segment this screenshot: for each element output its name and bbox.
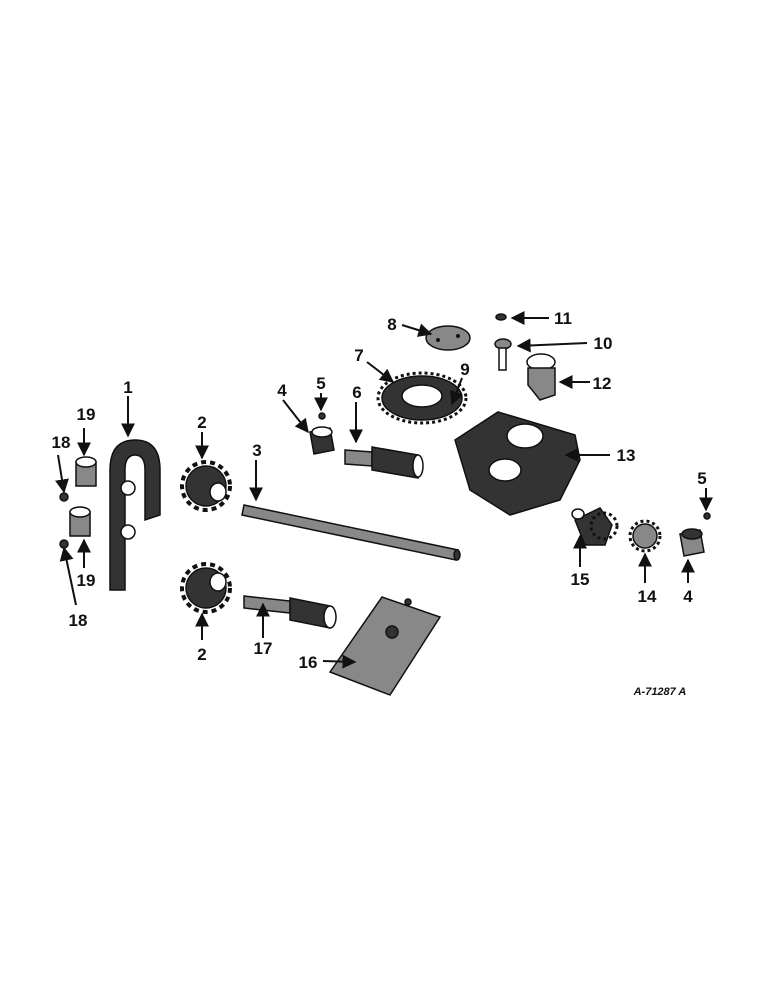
part-12-bracket (526, 353, 556, 401)
part-7-bevel-gear (376, 371, 468, 425)
callout-14: 14 (638, 587, 657, 606)
part-19-bushing-lower (69, 506, 91, 537)
callout-3: 3 (252, 441, 261, 460)
callout-4-left: 4 (277, 381, 287, 400)
callout-11: 11 (554, 309, 572, 328)
part-11-nut (495, 313, 507, 321)
callout-18-lower: 18 (69, 611, 88, 630)
part-10-bolt (494, 338, 512, 371)
part-8-cover (425, 325, 471, 351)
callout-19-lower: 19 (77, 571, 96, 590)
reference-number: A-71287 A (633, 686, 687, 698)
callout-9: 9 (460, 360, 469, 379)
callout-2-lower: 2 (197, 645, 206, 664)
part-15-gear (571, 507, 619, 546)
callout-7: 7 (354, 346, 363, 365)
callout-18-upper: 18 (52, 433, 71, 452)
part-5-fitting-left (318, 412, 326, 420)
part-6-shaft (344, 446, 424, 479)
callout-1: 1 (123, 378, 132, 397)
callout-19-upper: 19 (77, 405, 96, 424)
callout-5-left: 5 (316, 374, 325, 393)
part-18-fitting-upper (59, 492, 69, 502)
part-4-bushing-left (309, 426, 335, 455)
part-2-sprocket-upper (180, 460, 232, 512)
part-18-fitting-lower (59, 539, 69, 549)
callout-16: 16 (299, 653, 318, 672)
leader-lines (55, 311, 713, 669)
part-4-bushing-right (679, 528, 705, 557)
callout-4-right: 4 (683, 587, 693, 606)
callout-12: 12 (593, 374, 612, 393)
part-19-bushing-upper (75, 456, 97, 487)
callout-15: 15 (571, 570, 590, 589)
callout-10: 10 (594, 334, 613, 353)
part-2-sprocket-lower (180, 562, 232, 614)
callout-2-upper: 2 (197, 413, 206, 432)
callout-5-right: 5 (697, 469, 706, 488)
callout-6: 6 (352, 383, 361, 402)
part-14-pinion (628, 519, 662, 553)
part-16-plate (328, 596, 442, 696)
callout-17: 17 (254, 639, 273, 658)
part-17-shaft (243, 595, 337, 629)
part-5-fitting-right (703, 512, 711, 520)
callout-13: 13 (617, 446, 636, 465)
part-3-shaft (241, 504, 461, 561)
callout-8: 8 (387, 315, 396, 334)
part-13-housing (454, 411, 581, 516)
part-1-belt (109, 439, 161, 591)
